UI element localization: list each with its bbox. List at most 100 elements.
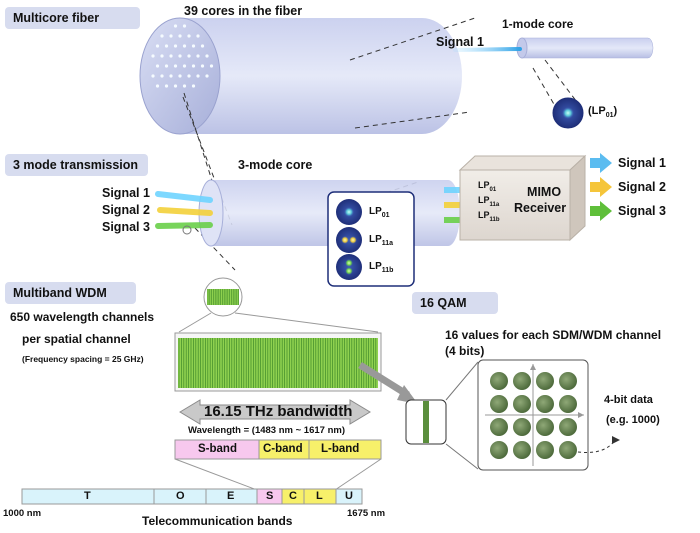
signal2-label: Signal 2 bbox=[102, 203, 150, 217]
cores-label: 39 cores in the fiber bbox=[184, 4, 303, 18]
core-dot bbox=[191, 64, 196, 68]
core-dot bbox=[164, 84, 169, 88]
mode-lp11b-label: LP11b bbox=[369, 261, 394, 274]
core-dot bbox=[182, 84, 187, 88]
band-l-label: L bbox=[316, 490, 323, 502]
core-dot bbox=[200, 44, 205, 48]
qam-line1: 16 values for each SDM/WDM channel bbox=[445, 328, 662, 342]
qam-point bbox=[490, 395, 508, 413]
fiber-body bbox=[180, 18, 462, 134]
core-dot bbox=[178, 54, 182, 58]
signal3-beam bbox=[155, 222, 213, 229]
bandwidth-arrow bbox=[179, 399, 371, 425]
core-dot bbox=[169, 54, 173, 58]
core-dot bbox=[164, 64, 169, 68]
band-start-label: 1000 nm bbox=[3, 508, 42, 519]
qam-point bbox=[536, 441, 554, 459]
one-mode-core-label: 1-mode core bbox=[502, 17, 574, 31]
multicore-header: Multicore fiber bbox=[5, 7, 140, 29]
core-dot bbox=[205, 54, 209, 58]
qam-data-label: 4-bit data bbox=[604, 394, 653, 406]
qam-point bbox=[490, 418, 508, 436]
qam-point bbox=[536, 418, 554, 436]
core-dot bbox=[155, 44, 160, 48]
qam-point bbox=[513, 372, 531, 390]
core-dot bbox=[160, 54, 164, 58]
s-band-label: S-band bbox=[198, 443, 237, 455]
wavelength-channels bbox=[178, 338, 378, 388]
core-dot bbox=[182, 24, 187, 28]
signal3-label: Signal 3 bbox=[102, 220, 150, 234]
core-dot bbox=[164, 44, 169, 48]
core-dot bbox=[196, 74, 200, 78]
signal1-single-label: Signal 1 bbox=[436, 35, 484, 49]
band-e-label: E bbox=[227, 490, 235, 502]
wavelength-range: Wavelength = (1483 nm ~ 1617 nm) bbox=[188, 425, 345, 436]
core-dot bbox=[191, 44, 196, 48]
l-band-box bbox=[308, 439, 382, 460]
qam-point bbox=[536, 395, 554, 413]
core-dot bbox=[155, 64, 160, 68]
core-dot bbox=[178, 34, 182, 38]
lp01-single-label: (LP01) bbox=[588, 105, 618, 120]
output-signal1-label: Signal 1 bbox=[618, 156, 666, 170]
core-dot bbox=[205, 74, 209, 78]
output-signal2-label: Signal 2 bbox=[618, 180, 666, 194]
mimo-label: MIMO Receiver bbox=[514, 185, 567, 215]
wdm-spectrum bbox=[174, 332, 382, 491]
core-dot bbox=[200, 64, 205, 68]
core-dot bbox=[182, 64, 187, 68]
core-dot bbox=[187, 74, 191, 78]
mode-lp01-label: LP01 bbox=[369, 206, 390, 219]
mimo-mode-labels: LP01 LP11a LP11b bbox=[478, 180, 500, 223]
channels-line1: 650 wavelength channels bbox=[10, 310, 155, 324]
band-o-label: O bbox=[176, 490, 185, 502]
qam-example: (e.g. 1000) bbox=[606, 414, 660, 426]
band-u-label: U bbox=[345, 490, 353, 502]
signal1-beam bbox=[155, 191, 213, 203]
core-dot bbox=[173, 64, 178, 68]
core-dot bbox=[169, 34, 173, 38]
core-dot bbox=[187, 54, 191, 58]
one-mode-core bbox=[453, 37, 654, 129]
qam-point bbox=[513, 418, 531, 436]
multiband-header: Multiband WDM bbox=[5, 282, 136, 304]
output-arrow-2 bbox=[590, 177, 612, 197]
core-dot bbox=[173, 24, 178, 28]
wdm-zoom bbox=[178, 277, 379, 333]
core-dot bbox=[191, 84, 196, 88]
bandwidth-label: 16.15 THz bandwidth bbox=[204, 403, 353, 420]
output-arrow-3 bbox=[590, 201, 612, 221]
qam-point bbox=[513, 441, 531, 459]
core-dot bbox=[178, 74, 182, 78]
qam-header: 16 QAM bbox=[412, 292, 498, 314]
core-dot bbox=[169, 74, 173, 78]
qam-point bbox=[490, 441, 508, 459]
qam-point bbox=[559, 395, 577, 413]
band-c-label: C bbox=[289, 490, 297, 502]
mode-lp11a-label: LP11a bbox=[369, 234, 394, 247]
core-dots bbox=[151, 24, 214, 88]
output-signal3-label: Signal 3 bbox=[618, 204, 666, 218]
three-mode-core-label: 3-mode core bbox=[238, 158, 313, 172]
qam-point bbox=[513, 395, 531, 413]
band-end-label: 1675 nm bbox=[347, 508, 386, 519]
mimo-receiver bbox=[458, 154, 587, 242]
three-mode-header: 3 mode transmission bbox=[5, 154, 148, 176]
core-dot bbox=[160, 34, 164, 38]
signal-beam bbox=[453, 47, 522, 52]
c-band-label: C-band bbox=[263, 443, 303, 455]
signal2-beam bbox=[157, 207, 213, 216]
channel-pointer bbox=[358, 361, 479, 470]
telecom-bands bbox=[21, 488, 363, 505]
l-band-label: L-band bbox=[321, 443, 360, 455]
core-dot bbox=[182, 44, 187, 48]
output-arrows bbox=[590, 153, 612, 221]
signal1-label: Signal 1 bbox=[102, 186, 150, 200]
qam-point bbox=[490, 372, 508, 390]
core-dot bbox=[155, 84, 160, 88]
core-dot bbox=[173, 44, 178, 48]
core-dot bbox=[160, 74, 164, 78]
qam-constellation bbox=[477, 359, 620, 471]
